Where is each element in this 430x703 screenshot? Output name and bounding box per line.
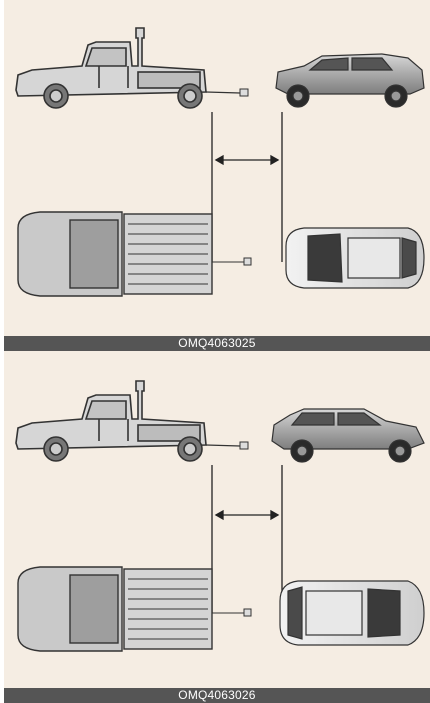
figure-caption: OMQ4063025 — [4, 336, 430, 351]
towed-suv-top — [286, 228, 424, 288]
tow-truck-top — [18, 567, 251, 651]
towing-illustration — [4, 351, 430, 688]
figure-towing-front: OMQ4063025 — [4, 0, 430, 336]
figure-caption: OMQ4063026 — [4, 688, 430, 703]
distance-indicator — [212, 465, 282, 613]
tow-truck-side — [16, 28, 248, 108]
towed-suv-top — [280, 581, 424, 645]
tow-truck-top — [18, 212, 251, 296]
figure-towing-rear: OMQ4063026 — [4, 351, 430, 688]
towed-suv-side — [272, 409, 424, 462]
towed-suv-side — [276, 54, 424, 107]
distance-indicator — [212, 112, 282, 262]
towing-illustration — [4, 0, 430, 336]
tow-truck-side — [16, 381, 248, 461]
